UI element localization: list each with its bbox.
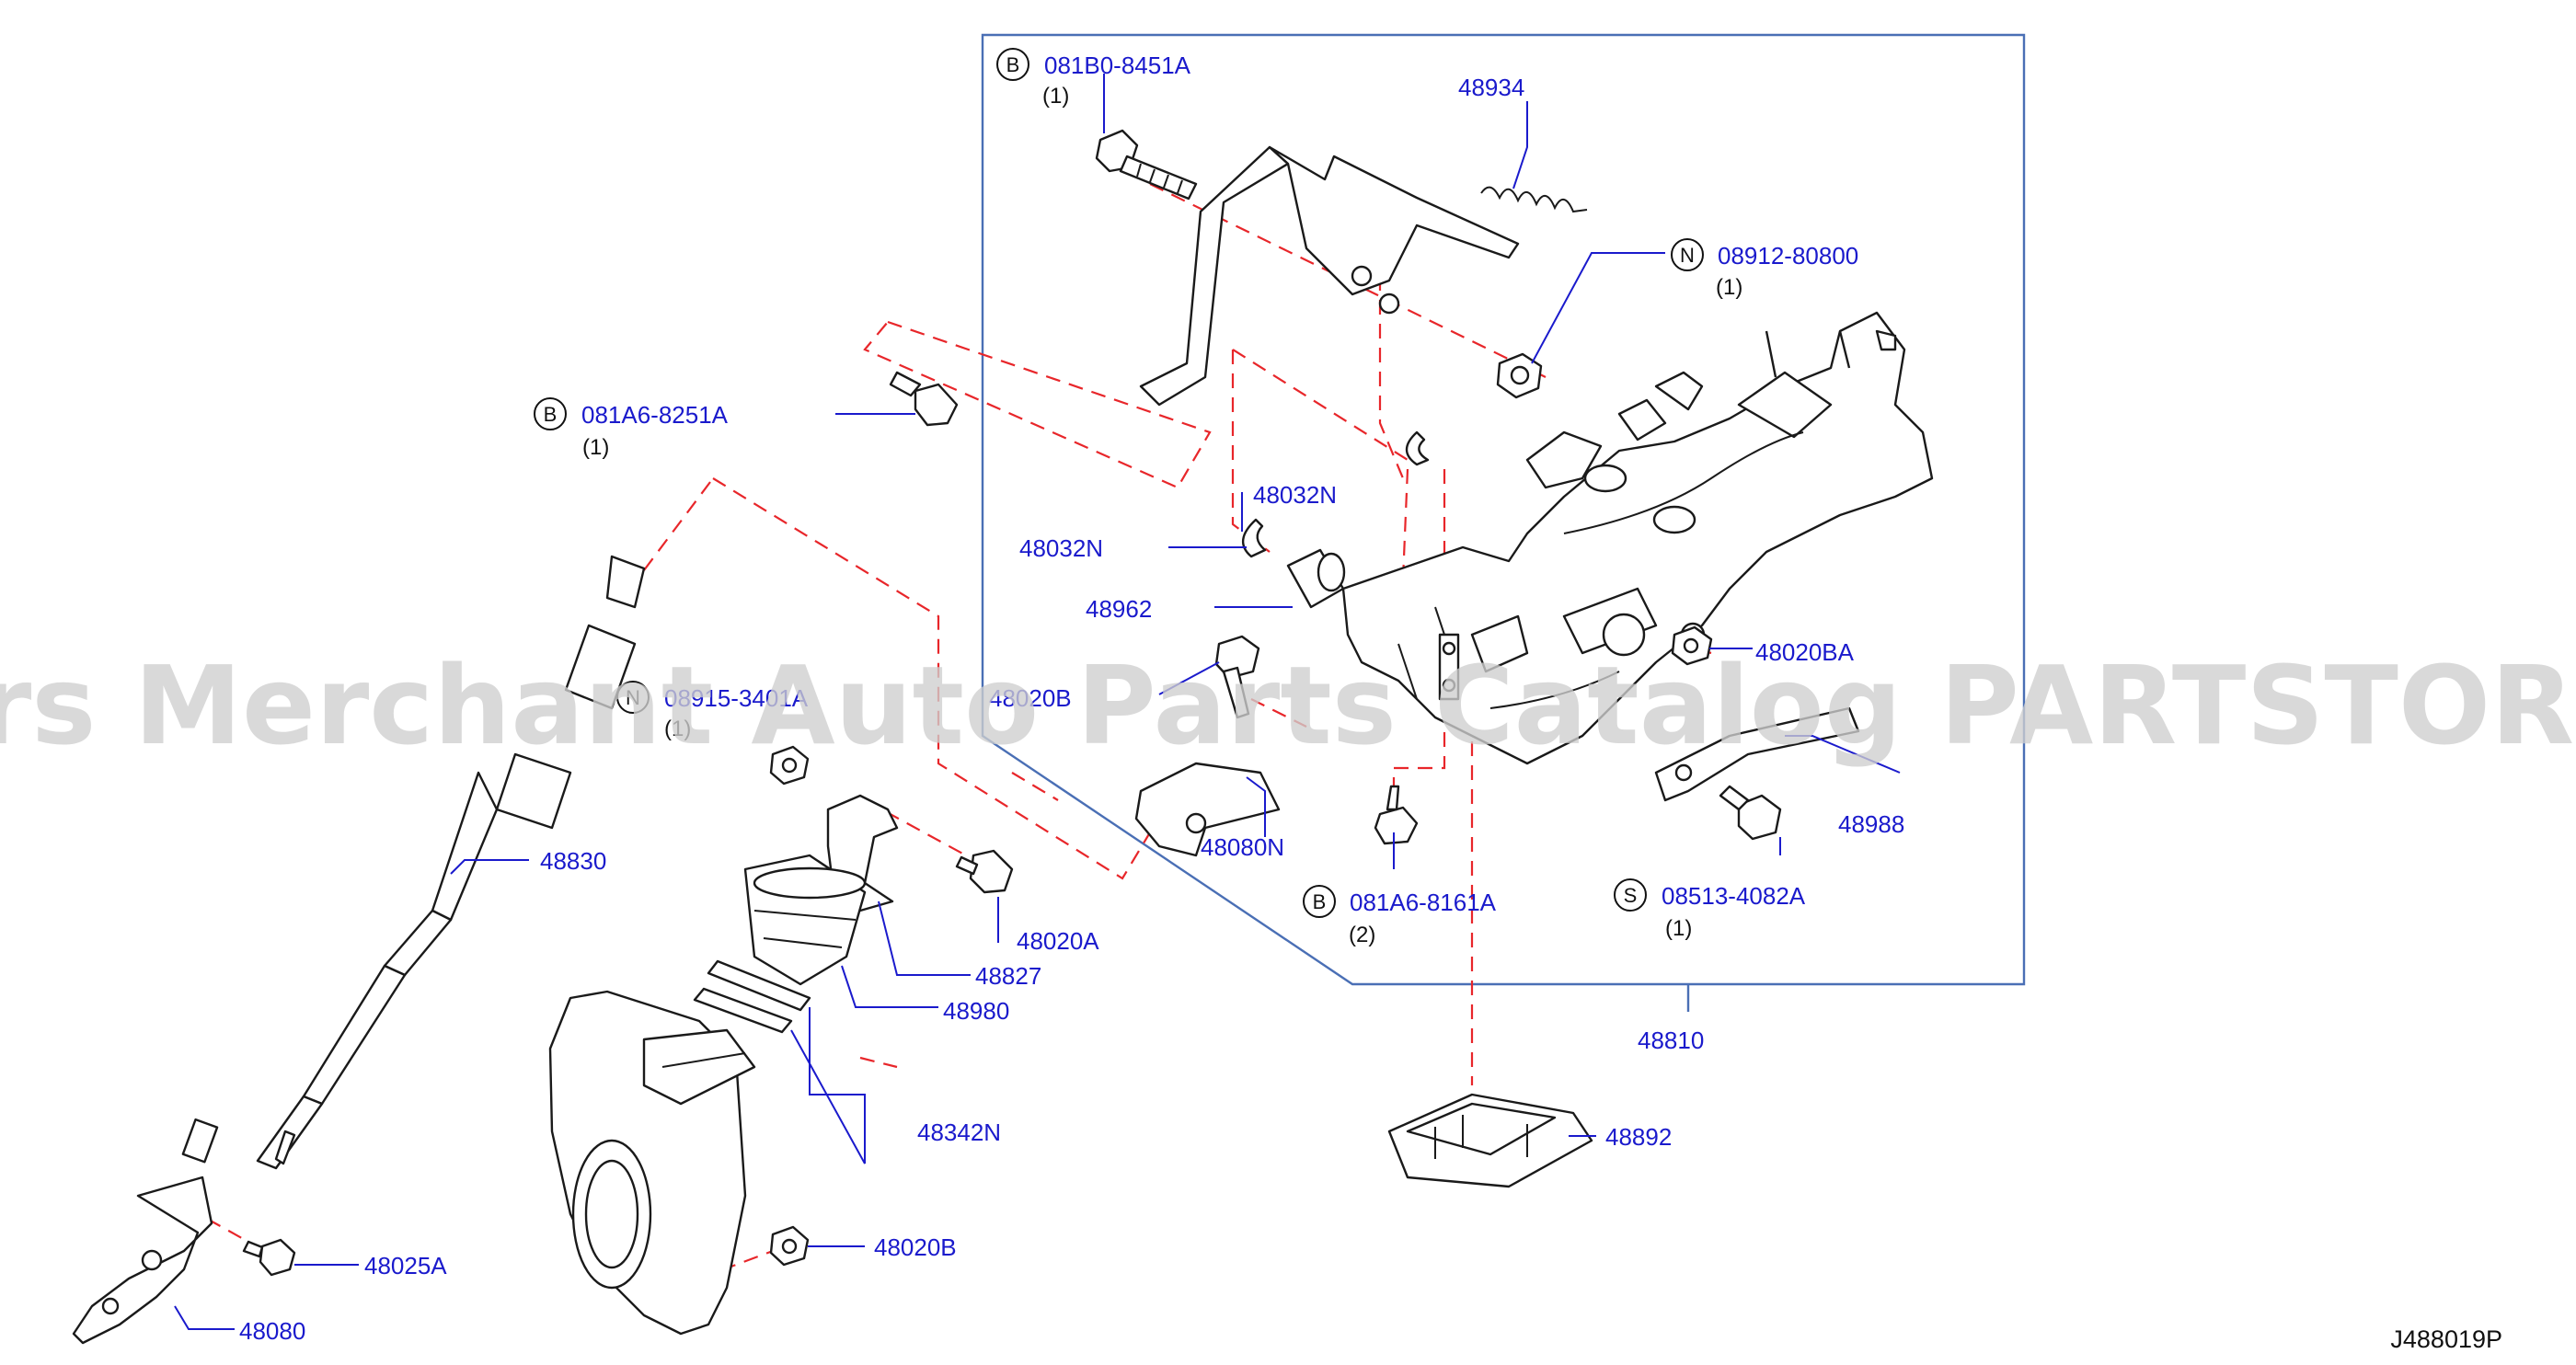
label-48020ba: 48020BA: [1755, 638, 1855, 666]
clip-48032n-lower-icon: [1242, 518, 1267, 558]
callout-b-081a6-8161a: B 081A6-8161A (2): [1303, 885, 1497, 947]
bolt-48020b-upper-icon: [1214, 635, 1260, 719]
label-48827: 48827: [975, 962, 1041, 990]
quantity-label: (1): [1042, 84, 1069, 109]
callout-n-obscured: N 08915-3401A (1): [616, 681, 809, 741]
part-number-label: 08513-4082A: [1662, 882, 1806, 910]
intermediate-shaft-48830-icon: [181, 555, 646, 1170]
part-number-label: 08915-3401A: [664, 684, 809, 712]
bolt-081b0-8451a-icon: [1095, 129, 1198, 201]
clip-48032n-upper-icon: [1405, 430, 1430, 466]
quantity-label: (1): [1665, 916, 1692, 941]
callout-prefix: B: [1006, 53, 1020, 76]
diagram-code: J488019P: [2390, 1325, 2502, 1353]
bolt-081a6-8161a-icon: [1374, 785, 1419, 845]
callout-s-08513-4082a: S 08513-4082A (1): [1614, 878, 1806, 941]
label-48962: 48962: [1086, 595, 1152, 623]
bolt-48020a-icon: [955, 849, 1014, 894]
quantity-label: (1): [582, 435, 609, 460]
clamp-48080n-icon: [1134, 762, 1281, 857]
bolt-48025a-icon: [242, 1238, 296, 1277]
spring-48934-icon: [1480, 186, 1588, 213]
label-48032n-upper: 48032N: [1253, 481, 1337, 509]
steering-column-body-icon: [1341, 311, 1934, 765]
bushing-48962-icon: [1286, 548, 1346, 609]
watermark-text: Offers Merchant Auto Parts Catalog PARTS…: [0, 642, 2576, 769]
toe-board-grommet-icon: [548, 990, 756, 1336]
callout-b-081a6-8251a: B 081A6-8251A (1): [534, 397, 729, 460]
bolt-08513-4082a-icon: [1719, 785, 1782, 841]
label-48020a: 48020A: [1017, 927, 1099, 955]
quantity-label: (1): [1716, 275, 1742, 300]
quantity-label: (1): [664, 717, 691, 741]
nut-08912-icon: [1496, 352, 1543, 399]
label-48892: 48892: [1605, 1123, 1672, 1151]
label-48080: 48080: [239, 1317, 305, 1345]
label-48020b-upper: 48020B: [989, 684, 1072, 712]
callout-n-08912-80800: N 08912-80800 (1): [1671, 238, 1858, 300]
label-48080n: 48080N: [1201, 833, 1284, 861]
callout-b-081b0-8451a: B 081B0-8451A (1): [996, 48, 1191, 109]
nut-48020ba-icon: [1671, 625, 1713, 666]
leader-lines: [174, 74, 1901, 1330]
part-number-label: 081B0-8451A: [1044, 52, 1191, 79]
label-48020b-lower: 48020B: [874, 1233, 957, 1261]
label-48830: 48830: [540, 847, 606, 875]
callout-prefix: S: [1624, 884, 1638, 907]
label-48810: 48810: [1638, 1027, 1704, 1054]
label-48988: 48988: [1838, 810, 1904, 838]
callout-prefix: B: [1313, 890, 1327, 913]
boot-48980-icon: [743, 854, 867, 986]
callout-prefix: N: [626, 686, 640, 709]
callout-prefix: N: [1680, 244, 1695, 267]
label-48342n: 48342N: [917, 1118, 1001, 1146]
label-48980: 48980: [943, 997, 1009, 1025]
label-48032n-lower: 48032N: [1019, 534, 1103, 562]
seal-48342n-icon: [693, 959, 811, 1034]
callout-prefix: B: [544, 403, 558, 426]
u-joint-48080-icon: [72, 1176, 213, 1345]
part-number-label: 08912-80800: [1718, 242, 1858, 270]
cover-48892-icon: [1387, 1093, 1593, 1188]
bracket-48988-icon: [1654, 706, 1860, 802]
label-48934: 48934: [1458, 74, 1524, 101]
part-number-label: 081A6-8161A: [1350, 889, 1497, 916]
quantity-label: (2): [1349, 923, 1375, 947]
label-48025a: 48025A: [364, 1252, 447, 1279]
bolt-081a6-8251a-icon: [889, 371, 959, 427]
nut-08915-icon: [769, 745, 810, 786]
part-number-label: 081A6-8251A: [581, 401, 729, 429]
mounting-bracket-icon: [1139, 145, 1520, 407]
nut-48020b-lower-icon: [769, 1225, 810, 1267]
